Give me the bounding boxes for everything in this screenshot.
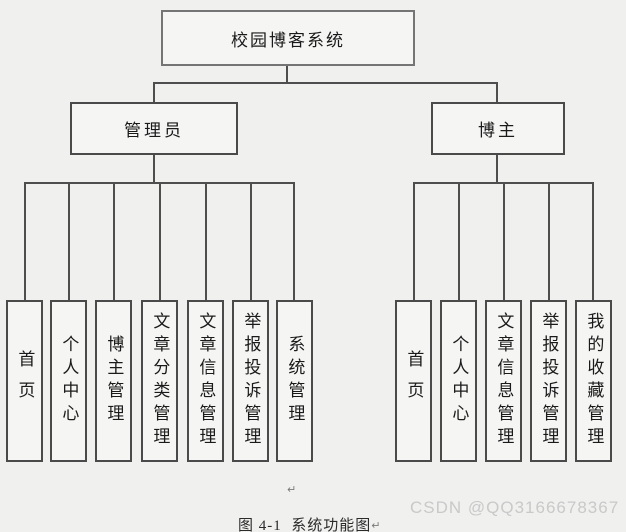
leaf-blogger-report-complaint-management: 举报投诉管理 — [530, 300, 567, 462]
leaf-admin-article-category-management: 文章分类管理 — [141, 300, 178, 462]
connector-admin-leaf-drop — [68, 182, 70, 301]
node-campus-blog-system: 校园博客系统 — [161, 10, 415, 66]
connector-root-drop — [286, 64, 288, 83]
connector-level1-bus — [153, 82, 498, 84]
node-label: 文章信息管理 — [196, 312, 216, 450]
connector-blogger-trunk — [496, 154, 498, 184]
leaf-admin-article-info-management: 文章信息管理 — [187, 300, 224, 462]
connector-blogger-leaf-drop — [548, 182, 550, 301]
connector-blogger-leaf-drop — [413, 182, 415, 301]
paragraph-return-mark: ↵ — [287, 483, 297, 496]
node-label: 文章分类管理 — [150, 312, 170, 450]
connector-admin-leaf-drop — [205, 182, 207, 301]
connector-blogger-leaf-drop — [458, 182, 460, 301]
node-label: 校园博客系统 — [231, 30, 345, 50]
leaf-blogger-personal-center: 个人中心 — [440, 300, 477, 462]
leaf-admin-report-complaint-management: 举报投诉管理 — [232, 300, 269, 462]
node-label: 博主管理 — [104, 335, 124, 427]
connector-blogger-leaf-drop — [592, 182, 594, 301]
connector-admin-leaf-drop — [24, 182, 26, 301]
leaf-admin-personal-center: 个人中心 — [50, 300, 87, 462]
leaf-blogger-home: 首页 — [395, 300, 432, 462]
connector-blogger-drop — [496, 82, 498, 104]
node-blogger: 博主 — [431, 102, 565, 155]
node-label: 我的收藏管理 — [584, 312, 604, 450]
node-label: 举报投诉管理 — [241, 312, 261, 450]
csdn-watermark: CSDN @QQ3166678367 — [410, 498, 620, 517]
connector-admin-leaf-drop — [293, 182, 295, 301]
node-label: 举报投诉管理 — [539, 312, 559, 450]
connector-admin-drop — [153, 82, 155, 104]
figure-caption-text: 图 4-1 系统功能图 — [238, 518, 372, 532]
connector-admin-leaf-drop — [159, 182, 161, 301]
paragraph-return-mark: ↵ — [371, 519, 381, 532]
node-label: 个人中心 — [449, 335, 469, 427]
leaf-admin-system-management: 系统管理 — [276, 300, 313, 462]
leaf-admin-home: 首页 — [6, 300, 43, 462]
node-label: 系统管理 — [285, 335, 305, 427]
node-label: 文章信息管理 — [494, 312, 514, 450]
leaf-blogger-my-favorites-management: 我的收藏管理 — [575, 300, 612, 462]
connector-admin-leaf-drop — [113, 182, 115, 301]
leaf-admin-blogger-management: 博主管理 — [95, 300, 132, 462]
figure-caption: 图 4-1 系统功能图↵ — [219, 497, 380, 532]
node-label: 管理员 — [124, 121, 184, 140]
connector-blogger-leaf-drop — [503, 182, 505, 301]
connector-admin-trunk — [153, 154, 155, 184]
node-label: 首页 — [15, 350, 35, 412]
node-administrator: 管理员 — [70, 102, 238, 155]
node-label: 博主 — [478, 121, 518, 140]
node-label: 个人中心 — [59, 335, 79, 427]
node-label: 首页 — [404, 350, 424, 412]
connector-admin-leaf-drop — [250, 182, 252, 301]
leaf-blogger-article-info-management: 文章信息管理 — [485, 300, 522, 462]
